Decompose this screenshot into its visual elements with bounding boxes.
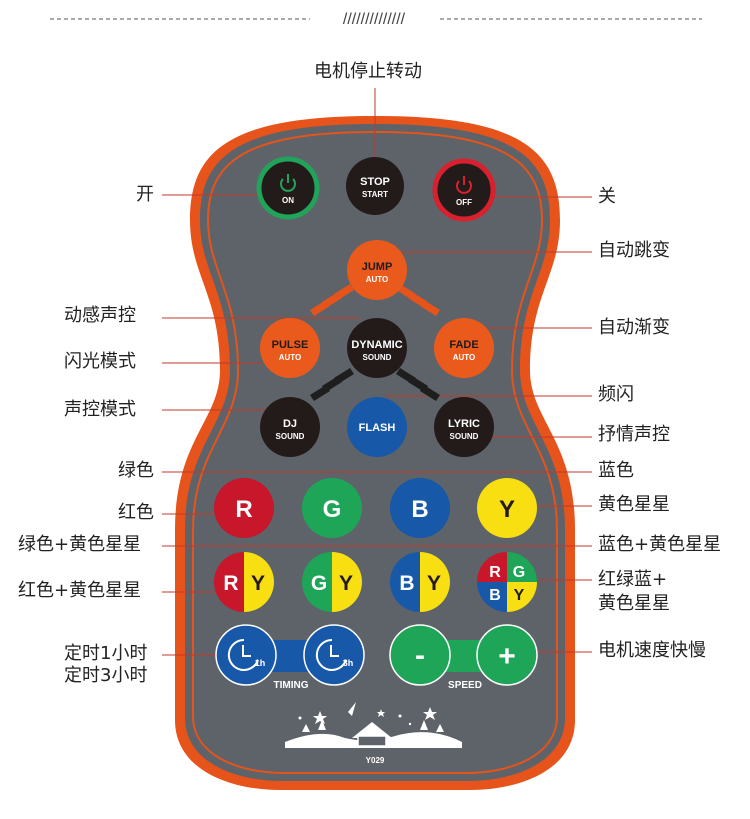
jump-label: JUMP — [362, 261, 393, 273]
label-auto-fade: 自动渐变 — [598, 317, 670, 338]
blue-yellow-button[interactable]: B Y — [390, 552, 450, 612]
ry-y-letter: Y — [251, 572, 265, 595]
label-blue: 蓝色 — [598, 460, 634, 481]
power-icon — [456, 176, 472, 194]
blue-letter: B — [411, 496, 428, 523]
label-green-yellow-stars: 绿色+黄色星星 — [18, 534, 142, 555]
dj-sound-button[interactable]: DJ SOUND — [260, 397, 320, 457]
label-lyric-sound: 抒情声控 — [598, 424, 670, 445]
fade-auto-label: AUTO — [453, 353, 476, 362]
label-off: 关 — [598, 186, 616, 207]
star-icon — [377, 709, 385, 717]
minus-symbol: - — [415, 639, 425, 672]
arrows — [310, 284, 440, 401]
header-divider-text: ////////////// — [343, 11, 406, 28]
label-timer-1h: 定时1小时 — [64, 643, 148, 664]
dynamic-sound-button[interactable]: DYNAMIC SOUND — [347, 318, 407, 378]
timer-3h-label: 3h — [343, 658, 354, 668]
star-icon — [423, 707, 437, 720]
flash-label: FLASH — [359, 422, 396, 434]
label-red: 红色 — [118, 502, 154, 523]
dj-label: DJ — [283, 418, 297, 430]
label-motor-speed: 电机速度快慢 — [598, 640, 706, 661]
jump-auto-label: AUTO — [366, 275, 389, 284]
red-button[interactable]: R — [214, 478, 274, 538]
remote-inner-rim — [192, 130, 558, 774]
rgby-y-letter: Y — [514, 587, 525, 604]
clock-icon — [227, 638, 259, 671]
arrow-up-right-dark — [396, 368, 440, 401]
yellow-button[interactable]: Y — [477, 478, 537, 538]
plus-symbol: + — [498, 640, 516, 673]
fade-auto-button[interactable]: FADE AUTO — [434, 318, 494, 378]
rgby-b-letter: B — [489, 587, 501, 604]
label-red-yellow-stars: 红色+黄色星星 — [18, 580, 142, 601]
lyric-label: LYRIC — [448, 418, 480, 430]
lyric-sound-label: SOUND — [450, 432, 479, 441]
label-green: 绿色 — [118, 460, 154, 481]
rgb-yellow-button[interactable]: R G B Y — [477, 552, 537, 612]
red-yellow-button[interactable]: R Y — [214, 552, 274, 612]
gy-g-letter: G — [311, 572, 327, 595]
label-rgb-yellow-line1: 红绿蓝+ — [598, 569, 668, 590]
green-letter: G — [323, 496, 342, 523]
label-sound-mode: 声控模式 — [64, 399, 136, 420]
label-strobe: 频闪 — [598, 384, 634, 405]
arrow-up-left-orange — [310, 284, 354, 316]
timer-1h-label: 1h — [255, 658, 266, 668]
timer-3h-button[interactable]: 3h — [303, 624, 365, 686]
star-icon — [313, 711, 327, 724]
start-label: START — [362, 190, 388, 199]
callout-lines — [162, 88, 592, 656]
timing-label: TIMING — [274, 680, 309, 691]
green-button[interactable]: G — [302, 478, 362, 538]
speed-label: SPEED — [448, 680, 482, 691]
speed-minus-button[interactable]: - — [389, 624, 451, 686]
by-y-letter: Y — [427, 572, 441, 595]
yellow-letter: Y — [499, 496, 515, 523]
off-button[interactable]: OFF — [432, 158, 496, 222]
flash-button[interactable]: FLASH — [347, 397, 407, 457]
ry-r-letter: R — [223, 572, 238, 595]
timer-1h-button[interactable]: 1h — [215, 624, 277, 686]
by-b-letter: B — [399, 572, 414, 595]
rgby-r-letter: R — [489, 564, 501, 581]
on-button[interactable]: ON — [256, 156, 320, 220]
clock-icon — [315, 638, 347, 671]
label-flash-mode: 闪光模式 — [64, 351, 136, 372]
off-label: OFF — [456, 198, 472, 207]
dynamic-sound-label: SOUND — [363, 353, 392, 362]
label-dynamic-sound: 动感声控 — [64, 305, 136, 326]
speed-plus-button[interactable]: + — [476, 624, 538, 686]
dynamic-label: DYNAMIC — [351, 339, 402, 351]
label-timer-3h: 定时3小时 — [64, 665, 148, 686]
rgby-g-letter: G — [513, 564, 525, 581]
dj-sound-label: SOUND — [276, 432, 305, 441]
red-letter: R — [235, 496, 252, 523]
blue-button[interactable]: B — [390, 478, 450, 538]
house-scene-logo — [285, 702, 462, 748]
power-icon — [280, 174, 296, 192]
fade-label: FADE — [449, 339, 478, 351]
lyric-sound-button[interactable]: LYRIC SOUND — [434, 397, 494, 457]
gy-y-letter: Y — [339, 572, 353, 595]
pulse-auto-button[interactable]: PULSE AUTO — [260, 318, 320, 378]
green-yellow-button[interactable]: G Y — [302, 552, 362, 612]
pulse-label: PULSE — [272, 339, 309, 351]
on-label: ON — [282, 196, 294, 205]
label-auto-jump: 自动跳变 — [598, 240, 670, 261]
jump-auto-button[interactable]: JUMP AUTO — [347, 240, 407, 300]
rocket-icon — [348, 702, 356, 716]
model-number: Y029 — [366, 756, 385, 765]
label-blue-yellow-stars: 蓝色+黄色星星 — [598, 534, 722, 555]
label-motor-stop: 电机停止转动 — [314, 61, 422, 82]
arrow-up-left-dark — [310, 368, 354, 401]
label-rgb-yellow-line2: 黄色星星 — [598, 593, 670, 614]
pulse-auto-label: AUTO — [279, 353, 302, 362]
label-yellow-stars: 黄色星星 — [598, 494, 670, 515]
stop-start-button[interactable]: STOP START — [346, 157, 404, 215]
stop-label: STOP — [360, 176, 390, 188]
label-on: 开 — [136, 184, 154, 205]
